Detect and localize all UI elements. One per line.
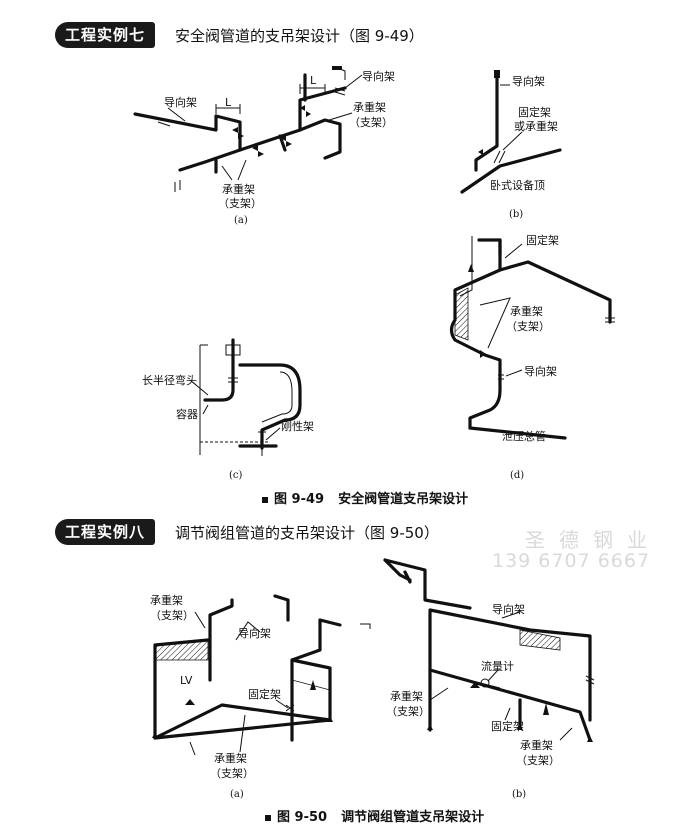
fig50b-label-bearing-left-1: 承重架 [390, 689, 423, 703]
fig49a-label-guide-left: 导向架 [164, 95, 197, 109]
fig49-caption: 图 9-49 安全阀管道支吊架设计 [262, 488, 468, 507]
section8-tag: 工程实例八 [55, 519, 156, 545]
fig49c-label-vessel: 容器 [176, 407, 198, 421]
fig49b-label-fixed-1: 固定架 [518, 105, 551, 119]
watermark-phone: 139 6707 6667 [492, 550, 651, 572]
fig49-caption-text: 安全阀管道支吊架设计 [338, 492, 469, 507]
fig49a-diagram: 导向架 L L 导向架 承重架 （支架） 承重架 （支架） (a) [133, 66, 395, 226]
fig50-caption-text: 调节阀组管道支吊架设计 [341, 810, 485, 825]
fig50b-label-bearing-left-2: （支架） [386, 705, 430, 718]
fig49d-sub-label: (d) [510, 470, 524, 481]
fig49a-label-L-left: L [225, 96, 232, 109]
section8-title: 调节阀组管道的支吊架设计（图 9-50） [175, 524, 439, 542]
fig50b-label-bearing-right-1: 承重架 [520, 738, 553, 752]
fig49d-diagram: 固定架 承重架 （支架） 导向架 泄压总管 (d) [449, 233, 615, 481]
fig50-caption-number: 图 9-50 [277, 810, 328, 825]
fig50b-diagram: 导向架 流量计 承重架 （支架） 固定架 承重架 （支架） (b) [383, 558, 595, 800]
fig50b-sub-label: (b) [512, 789, 526, 800]
fig50a-sub-label: (a) [230, 789, 244, 800]
fig50b-label-guide: 导向架 [492, 602, 525, 616]
fig50a-label-bearing-bottom-1: 承重架 [214, 751, 247, 765]
fig50b-label-bearing-right-2: （支架） [516, 754, 560, 767]
fig49a-label-guide-right: 导向架 [362, 69, 395, 83]
fig50a-label-guide: 导向架 [238, 626, 271, 640]
fig49b-diagram: 导向架 固定架 或承重架 卧式设备顶 (b) [460, 70, 562, 220]
fig49c-sub-label: (c) [229, 470, 243, 481]
fig49-caption-number: 图 9-49 [274, 492, 325, 507]
section7-title: 安全阀管道的支吊架设计（图 9-49） [175, 27, 424, 45]
fig50a-label-fixed: 固定架 [248, 687, 281, 701]
fig49b-label-guide: 导向架 [512, 74, 545, 88]
fig49a-label-bearing-right-1: 承重架 [353, 100, 386, 114]
fig50a-diagram: 承重架 （支架） 导向架 LV 固定架 承重架 （支架） (a) [150, 593, 371, 800]
fig49d-label-bearing-2: （支架） [506, 320, 550, 333]
caption-bullet-icon [262, 496, 268, 503]
fig49b-label-equipment: 卧式设备顶 [490, 178, 545, 192]
fig50b-label-fixed: 固定架 [491, 719, 524, 733]
fig49d-label-fixed: 固定架 [526, 233, 559, 247]
fig49c-label-elbow: 长半径弯头 [142, 373, 197, 387]
fig50a-label-bearing-top-1: 承重架 [150, 593, 183, 607]
fig50b-label-flowmeter: 流量计 [481, 659, 514, 673]
fig49c-diagram: 长半径弯头 容器 刚性架 (c) [142, 338, 314, 481]
fig49d-label-header: 泄压总管 [502, 429, 546, 443]
fig50a-label-bearing-top-2: （支架） [150, 609, 194, 622]
fig49d-label-guide: 导向架 [524, 364, 557, 378]
fig49a-label-bearing-bottom-2: （支架） [218, 197, 262, 210]
fig49a-sub-label: (a) [234, 215, 248, 226]
section7-tag: 工程实例七 [55, 22, 156, 48]
caption-bullet-icon [265, 814, 271, 821]
fig50a-label-lv: LV [180, 674, 193, 687]
fig49a-label-bearing-right-2: （支架） [349, 116, 393, 129]
fig49d-label-bearing-1: 承重架 [510, 304, 543, 318]
fig50-caption: 图 9-50 调节阀组管道支吊架设计 [265, 806, 484, 825]
fig49b-label-fixed-2: 或承重架 [514, 119, 558, 133]
fig49b-sub-label: (b) [509, 209, 523, 220]
watermark-company: 圣德钢业 [525, 528, 661, 552]
fig49c-label-rigid: 刚性架 [281, 419, 314, 433]
fig50a-label-bearing-bottom-2: （支架） [210, 767, 254, 780]
fig49a-label-bearing-bottom-1: 承重架 [222, 182, 255, 196]
fig49a-label-L-right: L [310, 74, 317, 87]
